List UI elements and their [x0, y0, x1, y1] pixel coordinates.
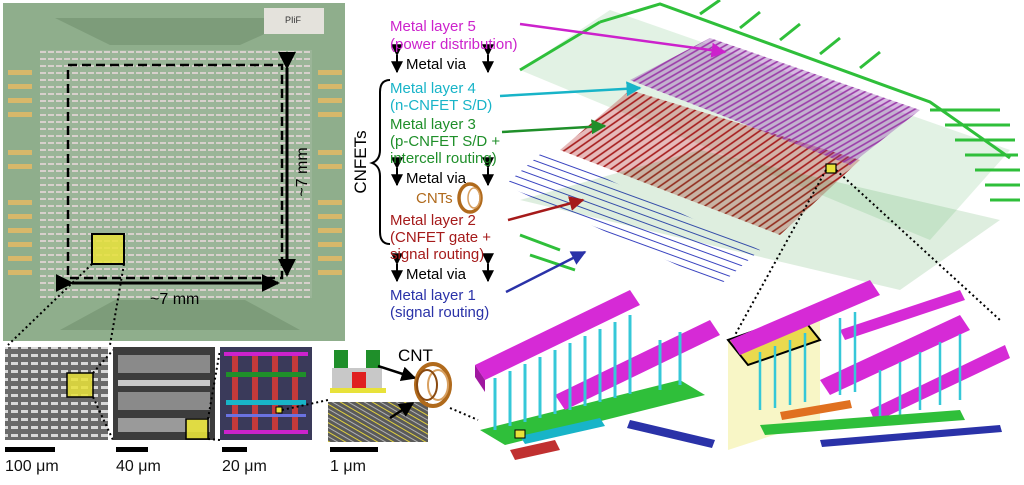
right-pad-ring — [318, 70, 342, 275]
chip-height-label: ~7 mm — [294, 147, 311, 196]
cnts-label: CNTs — [416, 190, 453, 207]
cnt-inset-label: CNT — [398, 346, 433, 365]
layer1-arrow — [505, 250, 587, 294]
chip-width-label: ~7 mm — [150, 291, 200, 308]
cnt-pointer-arrow — [389, 401, 415, 420]
chip-logo-text: PIiF — [285, 15, 302, 25]
stack-zoom-lines — [734, 169, 1001, 336]
scale-label-40um: 40 μm — [116, 458, 161, 475]
scalebar-100um — [5, 447, 55, 452]
layer1-title: Metal layer 1 — [390, 287, 476, 304]
chip-logo-area — [264, 8, 324, 34]
layer4-title: Metal layer 4 — [390, 80, 476, 97]
chip-micrograph — [3, 3, 345, 341]
scalebar-20um — [222, 447, 247, 452]
layer3-arrow — [501, 119, 607, 135]
cell-3d-right — [726, 280, 1010, 450]
layer1-desc: (signal routing) — [390, 304, 490, 321]
scalebar-40um — [116, 447, 148, 452]
via-label-bottom: Metal via — [406, 266, 467, 283]
cnt-coil-inset — [414, 362, 452, 408]
via-label-middle: Metal via — [406, 170, 467, 187]
metal-layer-5-green-frame — [519, 0, 1020, 272]
cnfets-bracket — [369, 79, 391, 245]
layer5-title: Metal layer 5 — [390, 18, 476, 35]
left-pad-ring — [8, 70, 32, 275]
scale-label-20um: 20 μm — [222, 458, 267, 475]
layer5-arrow — [519, 22, 727, 58]
via-arrows — [391, 44, 494, 283]
inset-sem-40um — [113, 347, 215, 440]
layer4-arrow — [499, 81, 642, 98]
scale-label-100um: 100 μm — [5, 458, 59, 475]
inset-cnt-sem-1um — [328, 402, 428, 442]
scale-label-1um: 1 μm — [330, 458, 366, 475]
layer-stack-3d — [505, 0, 1020, 290]
inset1-zoom-lines — [92, 349, 114, 441]
cnfets-label: CNFETs — [351, 130, 370, 193]
cell-3d-left — [475, 290, 720, 460]
layer2-arrow — [507, 196, 585, 222]
layer2-title: Metal layer 2 — [390, 212, 476, 229]
inset-to-3d-line — [449, 407, 479, 421]
layer3-title: Metal layer 3 — [390, 116, 476, 133]
layer5-desc: (power distribution) — [390, 36, 518, 53]
scalebar-1um — [330, 447, 378, 452]
layer2-desc-2: signal routing) — [390, 246, 485, 263]
layer2-desc-1: (CNFET gate + — [390, 229, 492, 246]
layer3-desc-2: intercell routing) — [390, 150, 497, 167]
inset-layout-20um — [220, 347, 312, 440]
via-label-top: Metal via — [406, 56, 467, 73]
inset2-zoom-lines — [207, 349, 221, 441]
zoom-region-box — [91, 233, 125, 265]
layer4-desc: (n-CNFET S/D) — [390, 97, 493, 114]
layer3-desc-1: (p-CNFET S/D + — [390, 133, 501, 150]
inset-cnfet-schematic — [328, 345, 428, 400]
chip-zoom-lines — [7, 263, 125, 346]
cnt-coil-icon — [457, 182, 483, 214]
inset-sem-100um — [5, 347, 108, 440]
